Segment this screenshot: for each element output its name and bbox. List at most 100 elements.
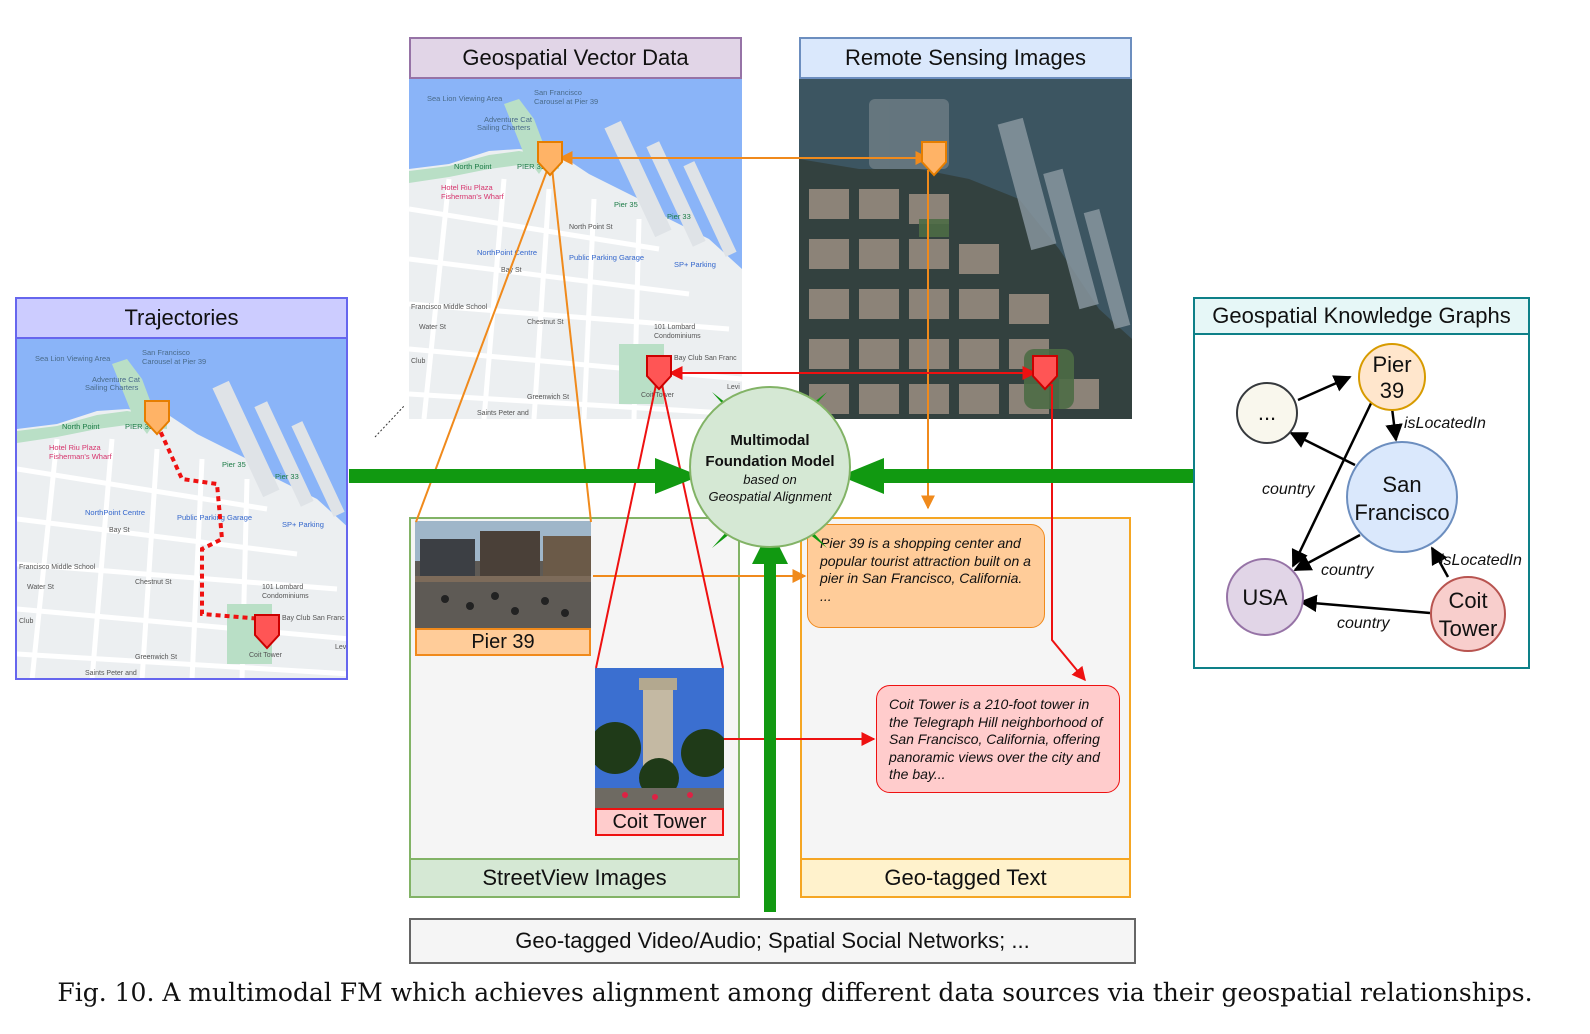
vector-data-map: Sea Lion Viewing Area San Francisco Caro… (409, 79, 742, 419)
map-label: Saints Peter and (477, 410, 529, 417)
map-label: Public Parking Garage (569, 253, 644, 262)
map-label: San Francisco (534, 88, 582, 97)
remote-sensing-title: Remote Sensing Images (799, 37, 1132, 79)
map-label: San Francisco (142, 348, 190, 357)
map-label: Pier 33 (667, 212, 691, 221)
kg-label-coit: Coit (1448, 588, 1487, 613)
map-label: Pier 35 (222, 460, 246, 469)
map-label: Coit Tower (249, 652, 283, 659)
coit-tower-marker-icon (254, 614, 280, 650)
kg-title: Geospatial Knowledge Graphs (1193, 297, 1530, 335)
map-label: Water St (27, 584, 54, 591)
map-label: Bay St (109, 527, 130, 534)
map-label: Greenwich St (527, 394, 569, 401)
pier39-text-bubble: Pier 39 is a shopping center and popular… (807, 524, 1045, 628)
pier39-marker-icon (537, 141, 563, 177)
kg-edge-label: country (1262, 481, 1315, 498)
map-label: Public Parking Garage (177, 513, 252, 522)
kg-edge-label: isLocatedIn (1440, 552, 1522, 569)
map-label: SP+ Parking (282, 520, 324, 529)
kg-node-usa (1226, 558, 1304, 636)
trajectory-path (155, 423, 263, 621)
kg-label-usa: USA (1242, 585, 1288, 610)
center-line3: based on (743, 472, 797, 487)
map-label: Sea Lion Viewing Area (427, 94, 503, 103)
map-label: Chestnut St (135, 579, 172, 586)
kg-edge-label: country (1337, 615, 1390, 632)
kg-label-coit: Tower (1439, 616, 1498, 641)
trajectories-map: Sea Lion Viewing Area San Francisco Caro… (15, 339, 348, 680)
map-label: 101 Lombard (262, 584, 303, 591)
center-line4: Geospatial Alignment (708, 489, 832, 504)
pier39-marker-icon (144, 400, 170, 436)
map-label: Adventure Cat (92, 375, 141, 384)
map-label: Francisco Middle School (19, 564, 96, 571)
coit-tower-marker-icon (646, 355, 672, 391)
trajectories-title: Trajectories (15, 297, 348, 339)
map-label: Sailing Charters (85, 383, 139, 392)
map-label: Fisherman's Wharf (441, 192, 505, 201)
kg-label-pier: Pier (1372, 352, 1411, 377)
map-label: Levi (727, 384, 740, 391)
map-label: SP+ Parking (674, 260, 716, 269)
map-label: Condominiums (262, 593, 309, 600)
streetview-title: StreetView Images (409, 858, 740, 898)
kg-label-dots: ... (1258, 400, 1276, 425)
map-label: Bay Club San Franc (282, 615, 345, 622)
map-label: NorthPoint Centre (477, 248, 537, 257)
map-label: Sea Lion Viewing Area (35, 354, 111, 363)
other-modalities-bar: Geo-tagged Video/Audio; Spatial Social N… (409, 918, 1136, 964)
map-label: Condominiums (654, 333, 701, 340)
vector-data-title: Geospatial Vector Data (409, 37, 742, 79)
geotext-title: Geo-tagged Text (800, 858, 1131, 898)
kg-label-sf: San (1382, 472, 1421, 497)
map-label: Chestnut St (527, 319, 564, 326)
map-label: Saints Peter and (85, 670, 137, 677)
map-label: Bay St (501, 267, 522, 274)
kg-label-sf: Francisco (1354, 500, 1449, 525)
kg-edge-label: country (1321, 562, 1374, 579)
map-label: Pier 35 (614, 200, 638, 209)
kg-node-dots (1236, 382, 1298, 444)
center-line2: Foundation Model (705, 453, 834, 470)
red-links (595, 366, 1086, 746)
map-label: Fisherman's Wharf (49, 452, 113, 461)
map-label: Francisco Middle School (411, 304, 488, 311)
knowledge-graph: ... Pier 39 San Francisco USA Coit Tower… (1226, 343, 1522, 652)
map-label: North Point St (569, 224, 613, 231)
map-label: Adventure Cat (484, 115, 533, 124)
map-label: Club (19, 618, 34, 625)
kg-edge-label: isLocatedIn (1404, 415, 1486, 432)
coit-tower-marker-icon (1032, 355, 1058, 391)
map-label: NorthPoint Centre (85, 508, 145, 517)
map-label: North Point (454, 162, 492, 171)
kg-node-coit-tower (1430, 576, 1506, 652)
foundation-model-node (689, 386, 851, 548)
map-label: Pier 33 (275, 472, 299, 481)
kg-node-pier39 (1358, 343, 1426, 411)
map-label: Greenwich St (135, 654, 177, 661)
map-label: Hotel Riu Plaza (441, 183, 494, 192)
map-label: Coit Tower (641, 392, 675, 399)
center-line1: Multimodal (730, 432, 809, 449)
map-label: Levi (335, 644, 348, 651)
map-label: Carousel at Pier 39 (142, 357, 206, 366)
map-label: Club (411, 358, 426, 365)
coit-tower-photo (595, 668, 724, 808)
figure-caption: Fig. 10. A multimodal FM which achieves … (57, 978, 1533, 1007)
map-label: 101 Lombard (654, 324, 695, 331)
pier39-photo-label: Pier 39 (415, 628, 591, 656)
kg-node-san-francisco (1346, 441, 1458, 553)
pier39-marker-icon (921, 141, 947, 177)
foundation-model-label: Multimodal Foundation Model based on Geo… (705, 432, 834, 504)
map-label: Carousel at Pier 39 (534, 97, 598, 106)
kg-label-pier: 39 (1380, 378, 1404, 403)
coit-tower-photo-label: Coit Tower (595, 808, 724, 836)
map-label: North Point (62, 422, 100, 431)
map-label: Bay Club San Franc (674, 355, 737, 362)
map-label: PIER 39 (125, 422, 153, 431)
map-label: PIER 39 (517, 162, 545, 171)
map-label: Sailing Charters (477, 123, 531, 132)
map-label: Water St (419, 324, 446, 331)
